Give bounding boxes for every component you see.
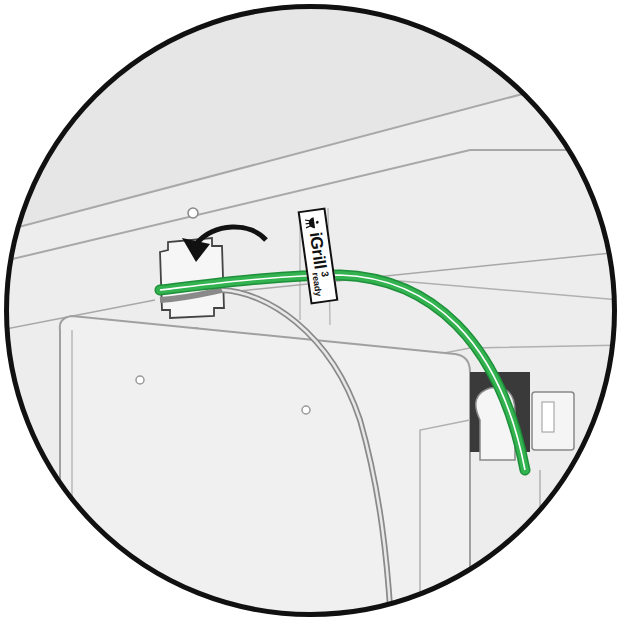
detail-circle [7,7,615,615]
kettle-icon [305,215,322,230]
cable-clip [160,238,224,318]
brand-name: iGrill [305,231,330,270]
